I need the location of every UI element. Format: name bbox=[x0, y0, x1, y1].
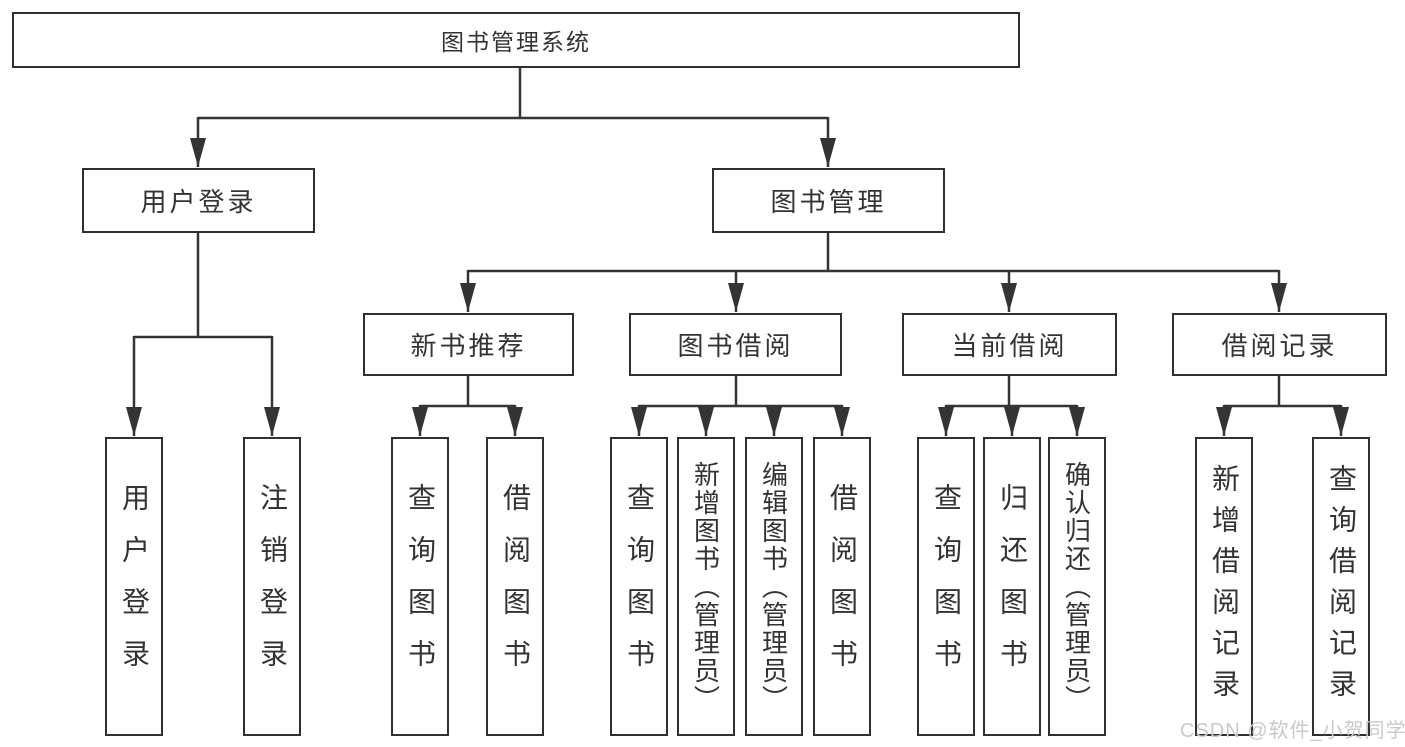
node-current-borrowing: 当前借阅 bbox=[902, 313, 1117, 376]
connector-book-management-sections bbox=[460, 233, 1287, 312]
leaf-borrow-books: 借阅图书 bbox=[813, 437, 871, 736]
node-new-book-recommend: 新书推荐 bbox=[363, 313, 574, 376]
node-borrowing-records: 借阅记录 bbox=[1172, 313, 1387, 376]
leaf-user-login: 用户登录 bbox=[105, 437, 163, 736]
leaf-add-borrow-record: 新增借阅记录 bbox=[1195, 437, 1253, 736]
leaf-borrow-books-recommend: 借阅图书 bbox=[486, 437, 544, 736]
node-book-management: 图书管理 bbox=[712, 168, 945, 233]
leaf-logout-login: 注销登录 bbox=[243, 437, 301, 736]
leaf-return-books: 归还图书 bbox=[983, 437, 1041, 736]
connector-user-login-children bbox=[126, 233, 280, 436]
connector-section-leaves bbox=[412, 376, 1349, 436]
leaf-edit-books-admin: 编辑图书（管理员） bbox=[745, 437, 803, 736]
node-user-login: 用户登录 bbox=[82, 168, 315, 233]
connector-root-to-branches bbox=[190, 68, 836, 167]
csdn-watermark: CSDN @软件_小贺同学 bbox=[1180, 720, 1405, 742]
leaf-confirm-return-admin: 确认归还（管理员） bbox=[1048, 437, 1106, 736]
leaf-add-books-admin: 新增图书（管理员） bbox=[677, 437, 735, 736]
leaf-query-books-borrowing: 查询图书 bbox=[610, 437, 668, 736]
node-library-management-system: 图书管理系统 bbox=[12, 12, 1020, 68]
node-book-borrowing: 图书借阅 bbox=[629, 313, 842, 376]
leaf-query-books-recommend: 查询图书 bbox=[391, 437, 449, 736]
leaf-query-borrow-record: 查询借阅记录 bbox=[1312, 437, 1370, 736]
leaf-query-books-current: 查询图书 bbox=[917, 437, 975, 736]
